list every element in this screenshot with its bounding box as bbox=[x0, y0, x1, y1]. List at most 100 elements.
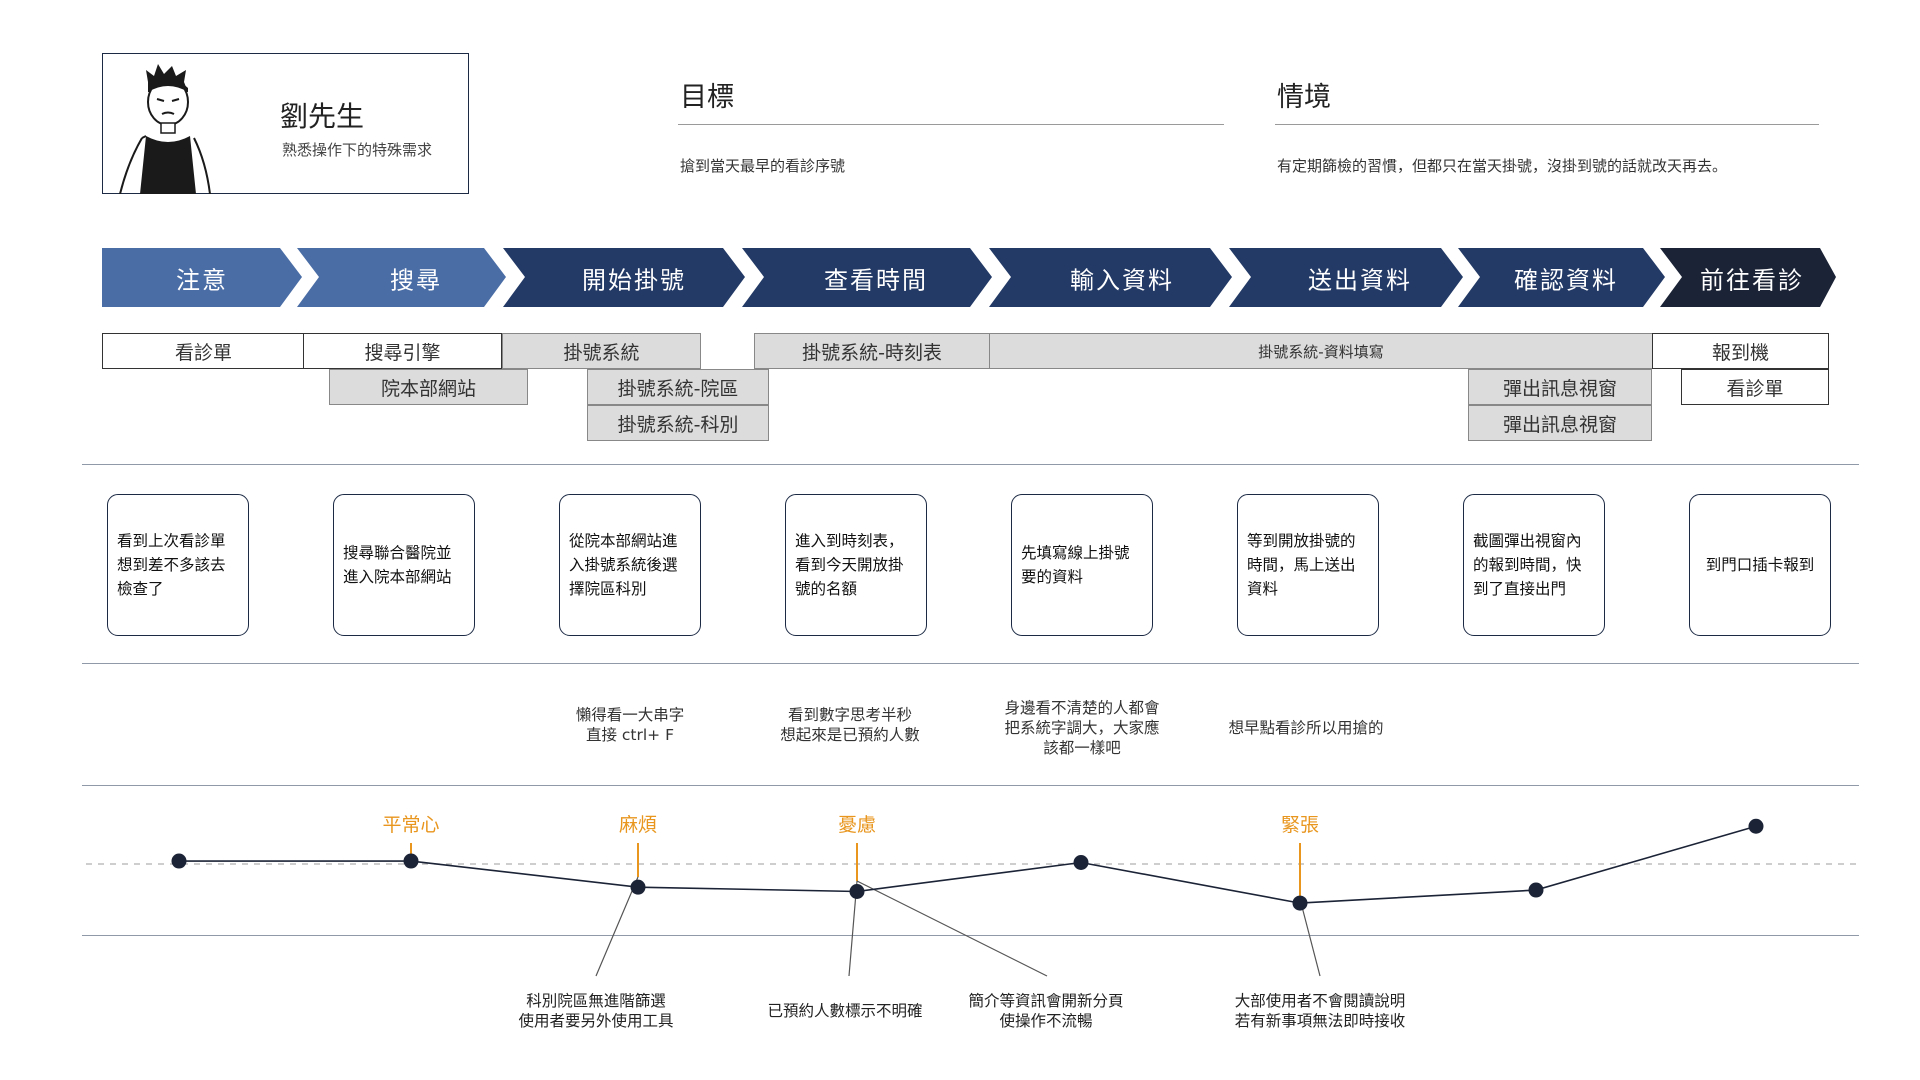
thought-line: 把系統字調大，大家應 bbox=[1004, 719, 1160, 737]
stage-arrow-search bbox=[297, 248, 506, 307]
pain-line: 科別院區無進階篩選 bbox=[526, 992, 666, 1010]
emotion-node bbox=[1748, 818, 1764, 834]
thought-item: 想早點看診所以用搶的 bbox=[1228, 718, 1383, 738]
pain-line: 使用者要另外使用工具 bbox=[518, 1012, 674, 1030]
action-line: 看到上次看診單 bbox=[117, 532, 226, 550]
action-card-text: 從院本部網站進 入掛號系統後選 擇院區科別 bbox=[569, 529, 678, 601]
goal-title: 目標 bbox=[680, 82, 734, 113]
thought-line: 該都一樣吧 bbox=[1043, 739, 1121, 757]
stage-arrow-input-data bbox=[989, 248, 1232, 307]
touchpoint-check-in-kiosk: 報到機 bbox=[1652, 333, 1829, 369]
action-card: 先填寫線上掛號 要的資料 bbox=[1011, 494, 1153, 636]
emotion-label: 緊張 bbox=[1280, 814, 1320, 836]
stage-label-check-time: 查看時間 bbox=[824, 266, 928, 295]
action-line: 進入到時刻表， bbox=[795, 532, 904, 550]
emotion-node bbox=[1292, 895, 1308, 911]
persona-card bbox=[102, 53, 469, 194]
touchpoint-popup-window-2: 彈出訊息視窗 bbox=[1468, 405, 1652, 441]
thought-line: 看到數字思考半秒 bbox=[787, 706, 913, 724]
pain-point: 科別院區無進階篩選 使用者要另外使用工具 bbox=[518, 991, 673, 1031]
thought-line: 直接 ctrl+ F bbox=[585, 726, 675, 744]
thought-line: 懶得看一大串字 bbox=[575, 706, 685, 724]
divider-actions bbox=[82, 663, 1859, 664]
emotion-node bbox=[171, 853, 187, 869]
stage-label-confirm-data: 確認資料 bbox=[1514, 266, 1618, 295]
stage-arrow-submit-data bbox=[1229, 248, 1463, 307]
stage-arrow-go-to-clinic bbox=[1660, 248, 1836, 307]
action-line: 資料 bbox=[1247, 580, 1279, 598]
persona-description: 熟悉操作下的特殊需求 bbox=[282, 141, 433, 159]
pain-line: 已預約人數標示不明確 bbox=[767, 1002, 923, 1020]
action-line: 進入院本部網站 bbox=[343, 568, 452, 586]
action-card-text: 進入到時刻表， 看到今天開放掛 號的名額 bbox=[795, 529, 904, 601]
action-card: 進入到時刻表， 看到今天開放掛 號的名額 bbox=[785, 494, 927, 636]
emotion-line bbox=[179, 825, 1757, 904]
emotion-label: 平常心 bbox=[382, 814, 440, 836]
emotion-node bbox=[849, 884, 865, 899]
action-line: 檢查了 bbox=[117, 580, 164, 598]
action-card-text: 先填寫線上掛號 要的資料 bbox=[1021, 541, 1130, 589]
action-line: 號的名額 bbox=[795, 580, 858, 598]
touchpoint-main-website: 院本部網站 bbox=[329, 369, 528, 405]
stage-arrow-confirm-data bbox=[1458, 248, 1665, 307]
thought-item: 身邊看不清楚的人都會 把系統字調大，大家應 該都一樣吧 bbox=[1004, 698, 1159, 758]
emotion-node bbox=[403, 853, 419, 869]
touchpoint-system-department: 掛號系統-科別 bbox=[587, 405, 769, 441]
pain-leader-line bbox=[856, 880, 1048, 977]
stage-label-start-register: 開始掛號 bbox=[582, 266, 686, 295]
divider-touchpoints bbox=[82, 464, 1859, 465]
stage-label-search: 搜尋 bbox=[390, 266, 442, 295]
action-card-text: 到門口插卡報到 bbox=[1705, 556, 1815, 574]
pain-line: 使操作不流暢 bbox=[999, 1012, 1093, 1030]
touchpoint-timetable: 掛號系統-時刻表 bbox=[754, 333, 990, 369]
action-card: 等到開放掛號的 時間，馬上送出 資料 bbox=[1237, 494, 1379, 636]
stage-label-input-data: 輸入資料 bbox=[1070, 266, 1174, 295]
divider-thoughts bbox=[82, 785, 1859, 786]
pain-line: 若有新事項無法即時接收 bbox=[1234, 1012, 1406, 1030]
stage-arrow-check-time bbox=[742, 248, 992, 307]
scenario-divider bbox=[1275, 124, 1819, 125]
emotion-label: 麻煩 bbox=[618, 814, 658, 836]
thought-line: 身邊看不清楚的人都會 bbox=[1004, 699, 1160, 717]
action-line: 從院本部網站進 bbox=[569, 532, 678, 550]
touchpoint-clinic-slip-2: 看診單 bbox=[1681, 369, 1829, 405]
action-line: 擇院區科別 bbox=[569, 580, 647, 598]
action-card-text: 截圖彈出視窗內 的報到時間，快 到了直接出門 bbox=[1473, 529, 1582, 601]
action-line: 時間，馬上送出 bbox=[1247, 556, 1356, 574]
pain-leader-line bbox=[595, 876, 639, 977]
touchpoint-data-entry: 掛號系統-資料填寫 bbox=[989, 333, 1653, 369]
action-card: 截圖彈出視窗內 的報到時間，快 到了直接出門 bbox=[1463, 494, 1605, 636]
emotion-node bbox=[1528, 882, 1544, 898]
scenario-text: 有定期篩檢的習慣，但都只在當天掛號，沒掛到號的話就改天再去。 bbox=[1277, 157, 1728, 175]
action-card-text: 看到上次看診單 想到差不多該去 檢查了 bbox=[117, 529, 226, 601]
pain-point: 簡介等資訊會開新分頁 使操作不流暢 bbox=[968, 991, 1123, 1031]
action-line: 要的資料 bbox=[1021, 568, 1084, 586]
pain-leader-line bbox=[1299, 898, 1321, 977]
emotion-node bbox=[1073, 855, 1089, 870]
goal-divider bbox=[678, 124, 1224, 125]
thought-item: 看到數字思考半秒 想起來是已預約人數 bbox=[780, 705, 920, 745]
scenario-title: 情境 bbox=[1277, 82, 1331, 113]
emotion-node bbox=[630, 879, 646, 895]
emotion-label: 憂慮 bbox=[837, 814, 877, 836]
thought-line: 想起來是已預約人數 bbox=[780, 726, 920, 744]
action-card: 到門口插卡報到 bbox=[1689, 494, 1831, 636]
action-card-text: 搜尋聯合醫院並 進入院本部網站 bbox=[343, 541, 452, 589]
pain-line: 大部使用者不會閱讀說明 bbox=[1234, 992, 1406, 1010]
action-card: 搜尋聯合醫院並 進入院本部網站 bbox=[333, 494, 475, 636]
action-line: 入掛號系統後選 bbox=[569, 556, 678, 574]
action-line: 的報到時間，快 bbox=[1473, 556, 1582, 574]
action-line: 想到差不多該去 bbox=[117, 556, 226, 574]
action-line: 到了直接出門 bbox=[1473, 580, 1567, 598]
stage-label-go-to-clinic: 前往看診 bbox=[1700, 266, 1804, 295]
divider-emotions bbox=[82, 935, 1859, 936]
stage-label-submit-data: 送出資料 bbox=[1308, 266, 1412, 295]
persona-avatar bbox=[119, 64, 211, 194]
pain-point: 大部使用者不會閱讀說明 若有新事項無法即時接收 bbox=[1235, 991, 1406, 1031]
stage-label-attention: 注意 bbox=[176, 266, 228, 295]
goal-text: 搶到當天最早的看診序號 bbox=[680, 157, 846, 175]
pain-line: 簡介等資訊會開新分頁 bbox=[968, 992, 1124, 1010]
stage-arrow-start-register bbox=[503, 248, 745, 307]
